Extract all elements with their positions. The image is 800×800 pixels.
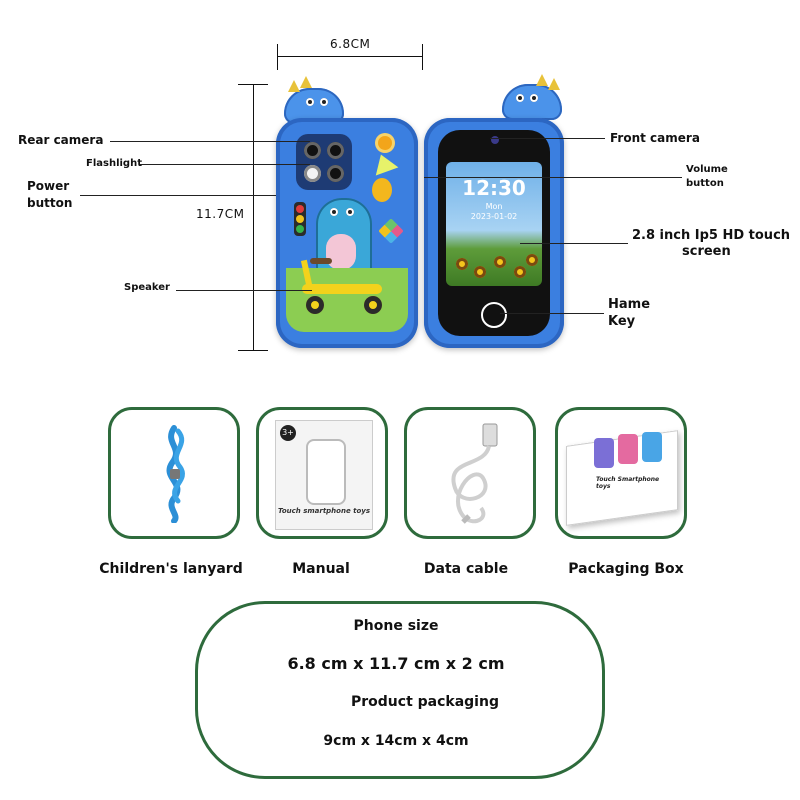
sun-decoration [378,136,392,150]
touch-screen-label-1: 2.8 inch Ip5 HD touch [632,228,791,243]
touch-screen-label-2: screen [682,244,731,259]
front-camera-leader [490,138,605,139]
home-key-button[interactable] [481,302,507,328]
width-dimension-tick-right [422,44,423,70]
accessory-label-manual: Manual [292,561,350,577]
height-dimension-tick-bottom [238,350,268,351]
manual-phone-outline [306,439,346,505]
accessory-card-box: Touch Smartphone toys [555,407,687,539]
width-dimension-label: 6.8CM [330,37,371,51]
pinwheel-decoration [378,218,404,244]
phone-front-body: 12:30 Mon 2023-01-02 [424,118,564,348]
home-key-label-1: Hame [608,297,651,312]
speaker-grille [310,258,332,264]
flashlight-label: Flashlight [86,158,142,169]
home-key-label-2: Key [608,314,636,329]
scooter-wheel-back [364,296,382,314]
rear-camera-leader [110,141,310,142]
packaging-size-value: 9cm x 14cm x 4cm [323,733,469,749]
manual-icon: 3+ Touch smartphone toys [275,420,373,530]
balloon-decoration [372,178,392,202]
touch-screen-leader [520,243,628,244]
volume-button-label-1: Volume [686,164,728,175]
accessory-label-box: Packaging Box [568,561,684,577]
front-camera-lens [491,136,499,144]
packaging-box-caption: Touch Smartphone toys [596,476,660,490]
width-dimension-tick-left [277,44,278,70]
scooter-deck [302,284,382,294]
speaker-leader [176,290,312,291]
manual-age-badge: 3+ [280,425,296,441]
manual-caption: Touch smartphone toys [277,507,371,515]
scooter-wheel-front [306,296,324,314]
screen-date: 2023-01-02 [470,212,518,221]
height-dimension-label: 11.7CM [196,207,245,221]
usb-cable-icon [451,423,498,524]
accessory-card-lanyard [108,407,240,539]
accessory-card-manual: 3+ Touch smartphone toys [256,407,388,539]
volume-button-label-2: button [686,178,724,189]
screen-clock: 12:30 [462,176,526,200]
flashlight-leader [140,164,310,165]
touch-screen[interactable]: 12:30 Mon 2023-01-02 [446,162,542,286]
paper-plane-decoration [369,150,399,176]
phone-size-value: 6.8 cm x 11.7 cm x 2 cm [287,654,505,673]
speaker-label: Speaker [124,282,170,293]
accessory-label-cable: Data cable [423,561,509,577]
phone-size-title: Phone size [353,618,439,634]
volume-button-leader [424,177,682,178]
rear-camera-lens-2 [327,142,344,159]
rear-camera-label: Rear camera [18,133,104,147]
power-button-leader [80,195,276,196]
accessory-card-cable [404,407,536,539]
phone-back-body [276,118,418,348]
size-info-box [195,601,605,779]
home-key-leader [500,313,604,314]
traffic-light-decoration [294,202,306,236]
width-dimension-line [277,56,423,57]
rear-camera-module [296,134,352,190]
lanyard-icon [166,425,185,523]
screen-day: Mon [485,202,503,211]
power-button-label-2: button [27,196,73,210]
accessory-label-lanyard: Children's lanyard [99,561,243,577]
rear-camera-lens-3 [327,165,344,182]
flashlight-lens [304,165,321,182]
screen-bezel: 12:30 Mon 2023-01-02 [438,130,550,336]
front-camera-label: Front camera [610,131,700,145]
packaging-size-title: Product packaging [351,694,499,710]
power-button-label-1: Power [27,179,70,193]
rear-camera-lens [304,142,321,159]
dino-head-ornament-front [502,74,562,120]
height-dimension-line [253,84,254,350]
packaging-box-icon: Touch Smartphone toys [566,428,678,526]
height-dimension-tick-top [238,84,268,85]
